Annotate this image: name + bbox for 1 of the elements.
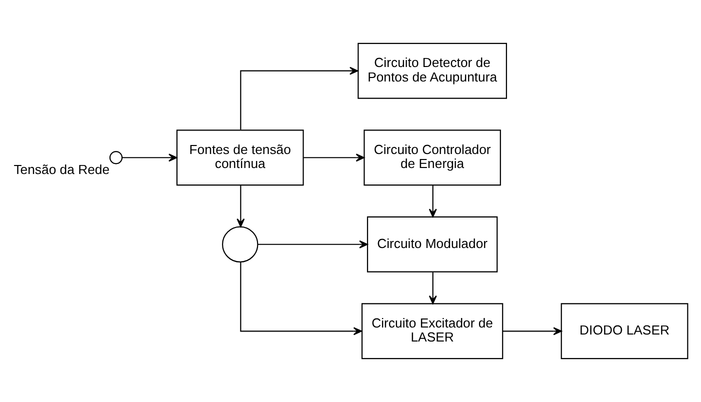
node-label: Tensão da Rede <box>14 162 110 178</box>
